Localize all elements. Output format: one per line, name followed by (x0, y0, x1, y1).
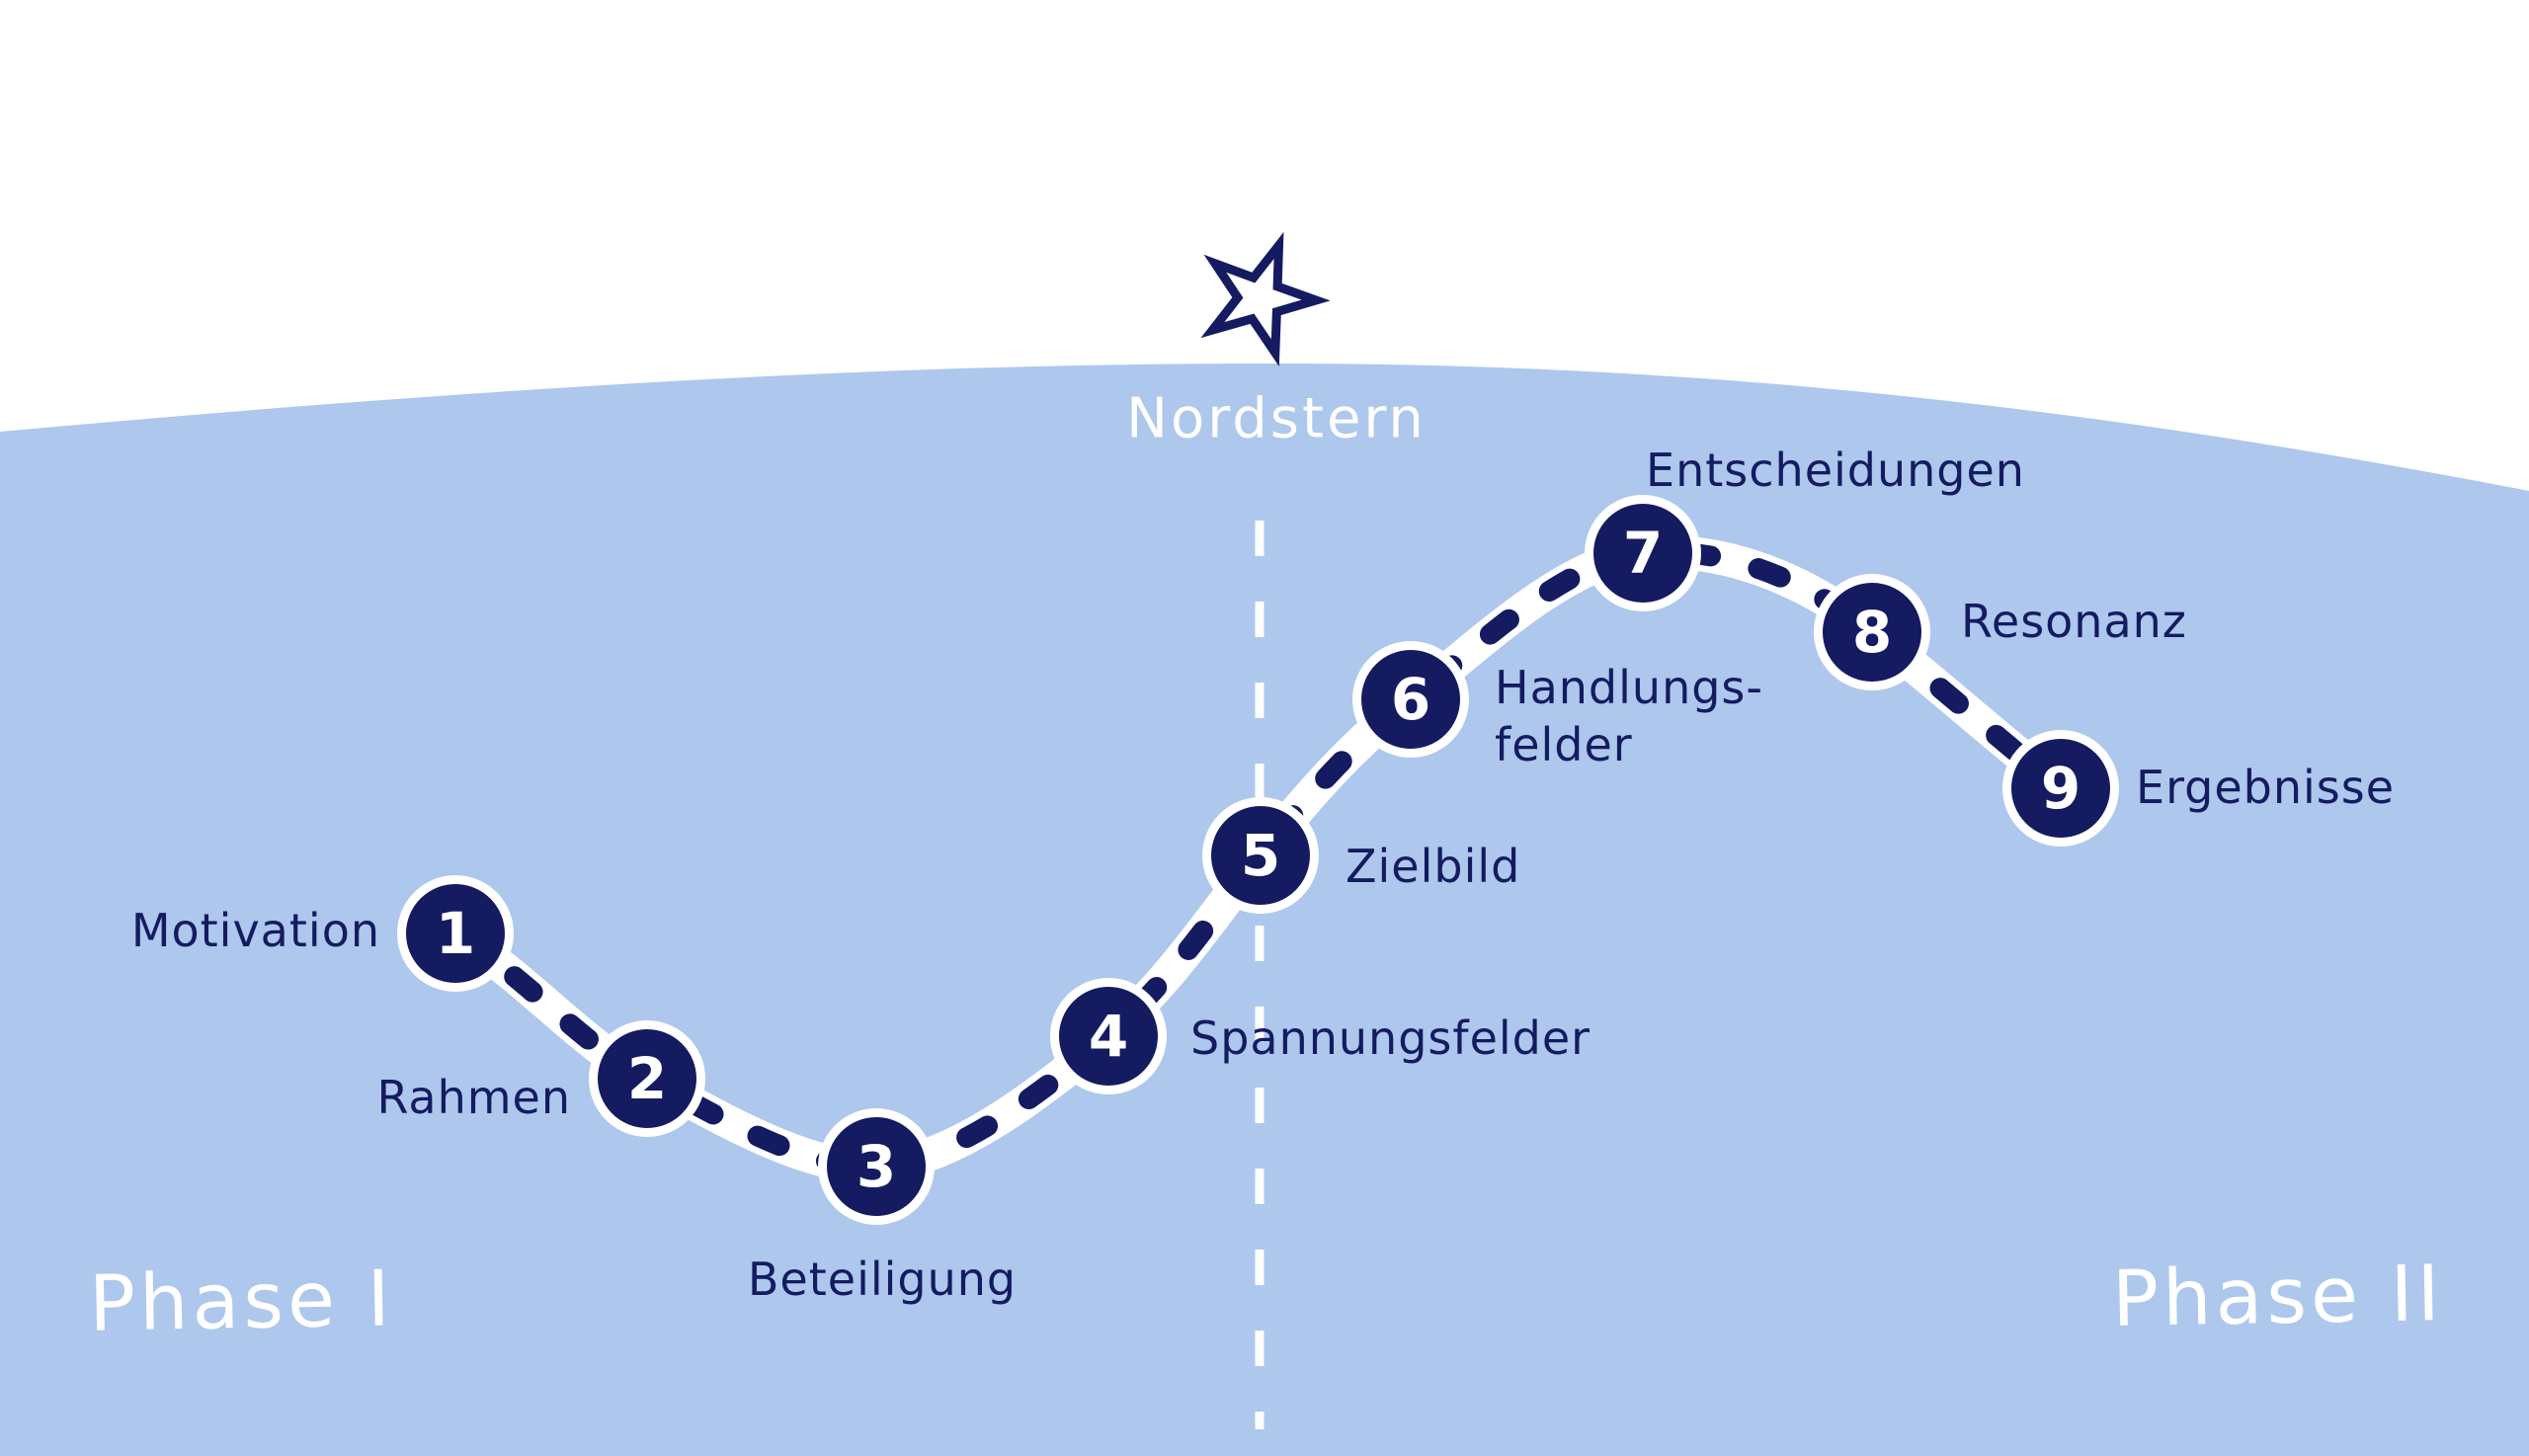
phase-2-label: Phase II (2111, 1250, 2445, 1344)
step-number-4: 4 (1088, 1003, 1129, 1070)
step-circle-4: 4 (1050, 978, 1167, 1094)
step-label-resonanz: Resonanz (1961, 595, 2187, 649)
step-number-1: 1 (435, 900, 476, 967)
step-label-spannungsfelder: Spannungsfelder (1190, 1011, 1591, 1066)
nordstern-label: Nordstern (1126, 386, 1427, 451)
step-number-6: 6 (1390, 666, 1431, 733)
step-circle-6: 6 (1352, 641, 1469, 758)
step-circle-5: 5 (1202, 797, 1319, 914)
north-star-icon (1200, 231, 1331, 367)
step-number-2: 2 (626, 1045, 668, 1112)
step-label-rahmen: Rahmen (376, 1071, 571, 1125)
step-circle-7: 7 (1585, 495, 1701, 611)
step-circle-8: 8 (1814, 574, 1930, 690)
step-circle-2: 2 (589, 1020, 705, 1137)
step-number-7: 7 (1622, 520, 1664, 587)
step-label-handlungsfelder: Handlungs- felder (1495, 661, 1763, 771)
step-label-zielbild: Zielbild (1346, 840, 1521, 894)
phase-1-label: Phase I (88, 1254, 395, 1349)
journey-path-dashes (445, 541, 2072, 1177)
step-circle-3: 3 (818, 1108, 935, 1225)
step-circle-1: 1 (397, 875, 514, 992)
step-number-3: 3 (856, 1133, 897, 1200)
step-circle-9: 9 (2002, 730, 2119, 847)
step-label-motivation: Motivation (130, 904, 380, 958)
step-label-beteiligung: Beteiligung (747, 1253, 1018, 1307)
step-number-5: 5 (1240, 822, 1281, 889)
step-number-8: 8 (1851, 599, 1893, 666)
step-label-entscheidungen: Entscheidungen (1646, 444, 2025, 498)
step-label-ergebnisse: Ergebnisse (2136, 761, 2396, 815)
step-number-9: 9 (2040, 755, 2081, 822)
